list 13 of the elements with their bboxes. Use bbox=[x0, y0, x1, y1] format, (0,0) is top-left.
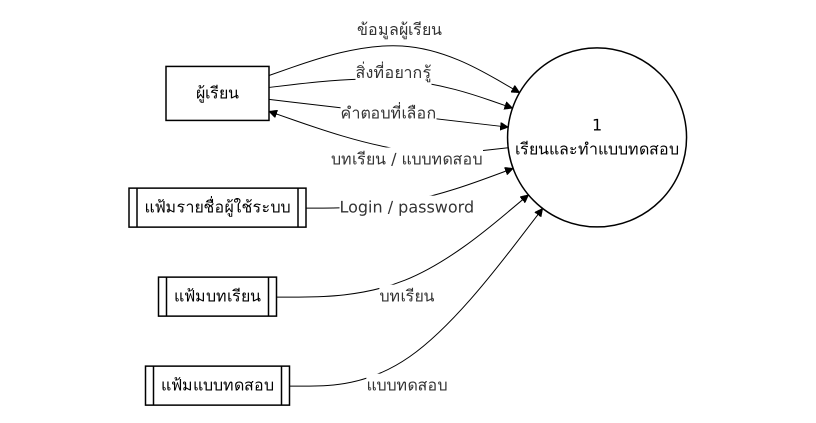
edge-label: Login / password bbox=[340, 198, 474, 217]
arrow bbox=[276, 194, 530, 298]
edge-label: คำตอบที่เลือก bbox=[340, 103, 437, 122]
edge-label: ข้อมูลผู้เรียน bbox=[357, 20, 442, 39]
edge-label: สิ่งที่อยากรู้ bbox=[356, 62, 432, 82]
node-circle: 1 เรียนและทำแบบทดสอบ bbox=[507, 47, 688, 228]
arrow bbox=[268, 45, 520, 93]
arrow bbox=[290, 208, 544, 387]
edge-label: แบบทดสอบ bbox=[366, 376, 448, 395]
arrow bbox=[268, 98, 509, 130]
node-box: ผู้เรียน bbox=[165, 66, 270, 122]
edge-label: บทเรียน / แบบทดสอบ bbox=[331, 149, 483, 168]
edge-label: บทเรียน bbox=[380, 286, 434, 306]
